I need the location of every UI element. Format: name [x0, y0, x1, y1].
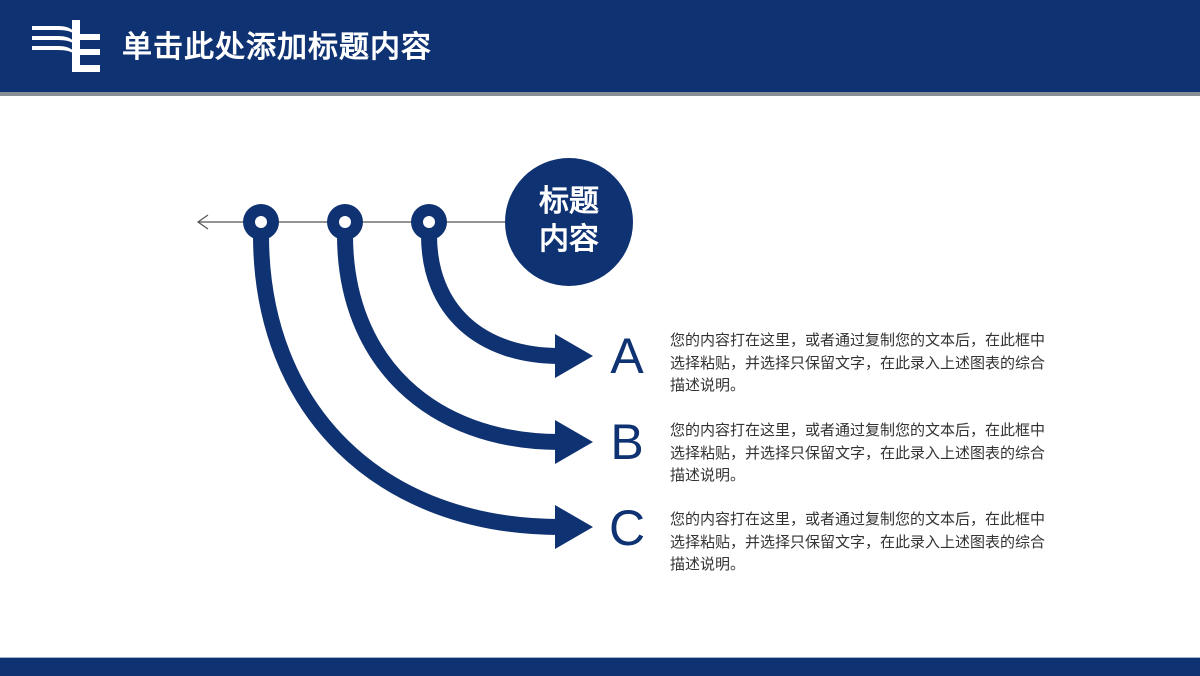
arrowhead-c-icon — [555, 505, 593, 549]
arrowhead-a-icon — [555, 334, 593, 378]
item-description-c[interactable]: 您的内容打在这里，或者通过复制您的文本后，在此框中选择粘贴，并选择只保留文字，在… — [670, 510, 1046, 573]
page-title[interactable]: 单击此处添加标题内容 — [122, 30, 432, 65]
arrowhead-b-icon — [555, 420, 593, 464]
center-title-line1: 标题 — [539, 184, 599, 219]
item-description-b[interactable]: 您的内容打在这里，或者通过复制您的文本后，在此框中选择粘贴，并选择只保留文字，在… — [670, 421, 1046, 484]
item-description-a[interactable]: 您的内容打在这里，或者通过复制您的文本后，在此框中选择粘贴，并选择只保留文字，在… — [670, 331, 1046, 394]
arrow-left-icon — [196, 214, 209, 230]
striped-flag-logo-icon — [32, 20, 100, 72]
header-bar: 单击此处添加标题内容 — [0, 0, 1200, 92]
footer-bar — [0, 657, 1200, 676]
center-title-line2: 内容 — [539, 222, 599, 257]
connector-arc-b — [337, 234, 561, 450]
connector-arc-a — [421, 234, 561, 364]
item-letter-b: B — [610, 414, 644, 470]
center-circle — [505, 158, 633, 286]
item-letter-a: A — [610, 328, 644, 384]
header-divider — [0, 92, 1200, 96]
center-title[interactable]: 标题 内容 — [506, 183, 632, 259]
item-letter-c: C — [608, 500, 646, 556]
connector-arc-c — [253, 234, 561, 535]
